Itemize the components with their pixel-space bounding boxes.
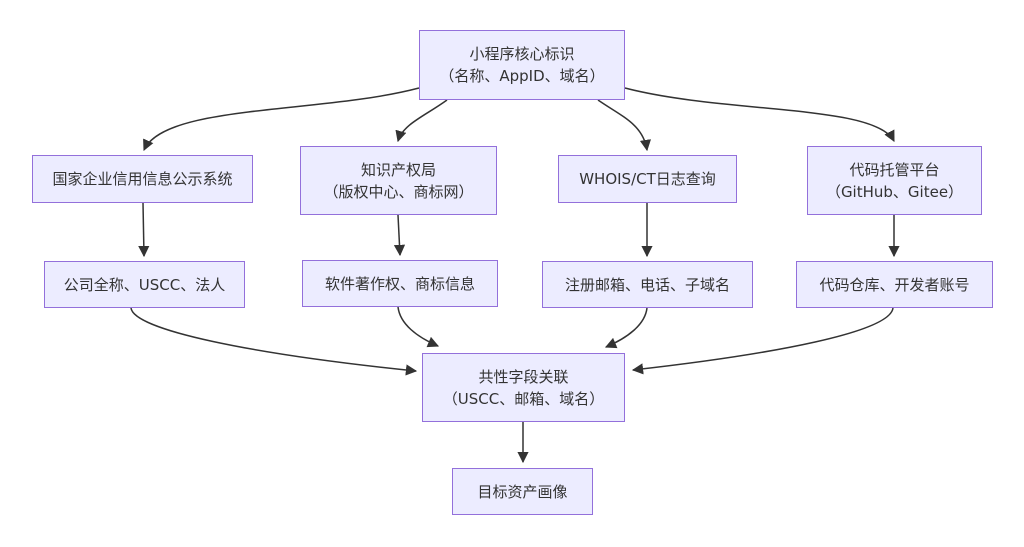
- edge-root-ipr: [395, 99, 448, 143]
- node-company-info: 公司全称、USCC、法人: [44, 261, 245, 308]
- node-label-line1: 知识产权局: [360, 160, 436, 179]
- node-code-hosting: 代码托管平台 （GitHub、Gitee）: [807, 146, 982, 215]
- node-label-line2: （GitHub、Gitee）: [825, 182, 964, 201]
- node-label-line1: 目标资产画像: [477, 482, 568, 501]
- edge-repo-correlate: [631, 307, 894, 375]
- node-label-line2: （名称、AppID、域名）: [439, 67, 605, 85]
- node-label-line2: （USCC、邮箱、域名）: [442, 389, 605, 408]
- node-label-line1: 共性字段关联: [478, 367, 569, 386]
- node-label-line2: （版权中心、商标网）: [323, 182, 474, 201]
- edge-root-gsxt: [143, 87, 420, 152]
- node-label-line1: WHOIS/CT日志查询: [579, 170, 716, 188]
- edge-reginfo-correlate: [604, 307, 648, 349]
- node-target-asset-profile: 目标资产画像: [452, 468, 593, 515]
- node-label-line1: 注册邮箱、电话、子域名: [564, 275, 730, 294]
- node-label-line1: 公司全称、USCC、法人: [63, 275, 226, 294]
- edge-company-correlate: [130, 307, 418, 376]
- node-registration-info: 注册邮箱、电话、子域名: [542, 261, 753, 308]
- node-label-line1: 国家企业信用信息公示系统: [52, 170, 233, 188]
- edge-root-codehost: [624, 87, 895, 142]
- node-label-line1: 软件著作权、商标信息: [324, 274, 475, 293]
- node-label-line1: 小程序核心标识: [469, 45, 575, 63]
- node-gsxt-system: 国家企业信用信息公示系统: [32, 155, 253, 203]
- node-copyright-trademark: 软件著作权、商标信息: [302, 260, 498, 307]
- node-repo-accounts: 代码仓库、开发者账号: [796, 261, 993, 308]
- edge-ipr-copyright: [393, 214, 406, 257]
- node-label-line1: 代码托管平台: [849, 160, 940, 179]
- node-common-field-link: 共性字段关联 （USCC、邮箱、域名）: [422, 353, 625, 422]
- node-label-line1: 代码仓库、开发者账号: [819, 275, 970, 294]
- edge-root-whois: [597, 99, 652, 152]
- edge-copyright-correlate: [397, 306, 440, 348]
- node-miniapp-core-id: 小程序核心标识 （名称、AppID、域名）: [419, 30, 625, 100]
- node-whois-ct-lookup: WHOIS/CT日志查询: [558, 155, 737, 203]
- edge-gsxt-company: [138, 202, 150, 258]
- node-ipr-office: 知识产权局 （版权中心、商标网）: [300, 146, 497, 215]
